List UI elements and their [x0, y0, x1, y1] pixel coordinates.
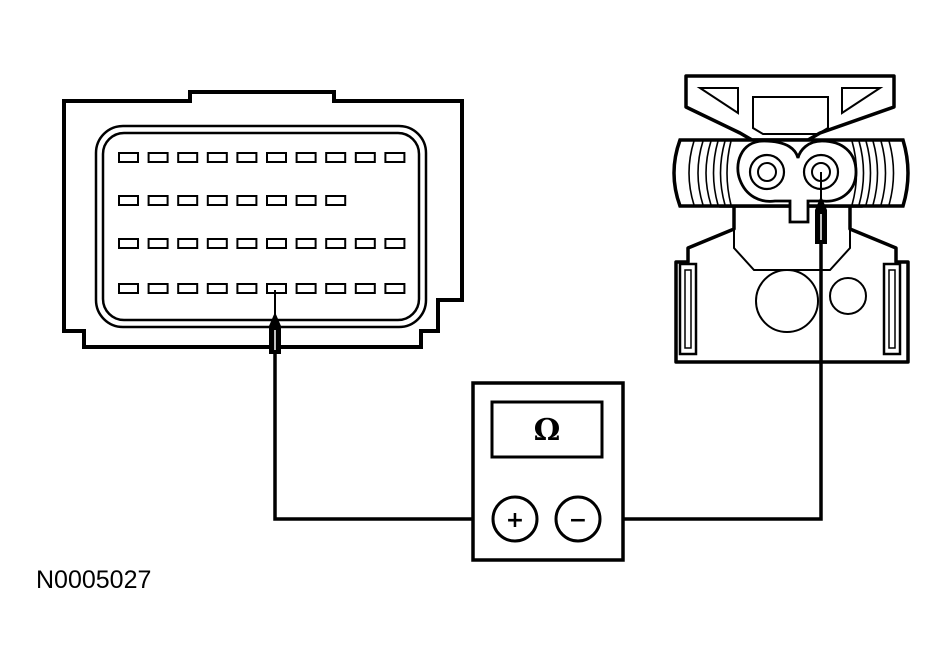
- ohmmeter-display: [490, 400, 604, 459]
- pin-cavity: [177, 195, 199, 206]
- sensor-large-hole: [755, 269, 819, 333]
- positive-jack-label: +: [506, 508, 524, 533]
- pin-cavity: [295, 238, 317, 249]
- pin-cavity: [384, 238, 406, 249]
- pin-cavity: [177, 152, 199, 163]
- pin-cavity: [266, 283, 287, 294]
- pin-cavity: [236, 283, 258, 294]
- pin-cavity: [384, 283, 406, 294]
- sensor-terminal-cavity: [736, 139, 858, 224]
- pin-cavity: [295, 152, 317, 163]
- pin-cavity: [236, 238, 258, 249]
- ohm-symbol: Ω: [534, 413, 561, 448]
- negative-jack: [554, 495, 602, 543]
- pin-cavity: [118, 195, 139, 206]
- pin-cavity: [118, 152, 139, 163]
- module-connector-face-outer: [94, 124, 428, 329]
- sensor-left-latch-inner: [684, 269, 692, 349]
- sensor-top-tab-left-window: [696, 87, 739, 115]
- sensor-body: [674, 204, 910, 364]
- sensor-terminal-1-inner: [757, 162, 777, 182]
- pin-cavity: [325, 238, 347, 249]
- pin-cavity: [384, 152, 406, 163]
- pin-cavity: [147, 152, 169, 163]
- pin-cavity: [325, 195, 347, 206]
- sensor-connector: [672, 74, 910, 364]
- pin-cavity: [354, 152, 376, 163]
- figure-id: N0005027: [36, 566, 152, 594]
- positive-lead-wire: [273, 350, 492, 521]
- pin-cavity: [206, 283, 228, 294]
- negative-jack-label: −: [569, 508, 587, 533]
- pin-cavity: [266, 195, 287, 206]
- negative-probe: [815, 172, 827, 244]
- pin-cavity: [354, 283, 376, 294]
- module-connector: [62, 90, 464, 349]
- test-leads: [269, 172, 827, 521]
- negative-lead-wire: [601, 240, 823, 521]
- pin-cavity: [266, 152, 287, 163]
- sensor-top-tab-center: [752, 96, 829, 135]
- pin-cavity: [266, 238, 287, 249]
- pin-cavity: [118, 283, 139, 294]
- pin-cavity: [295, 283, 317, 294]
- pin-cavity: [206, 195, 228, 206]
- sensor-top-tab: [684, 74, 896, 142]
- pin-cavity: [295, 195, 317, 206]
- positive-probe: [269, 290, 281, 354]
- pin-cavity: [325, 152, 347, 163]
- pin-cavity: [236, 195, 258, 206]
- sensor-left-latch: [678, 262, 698, 356]
- sensor-terminal-1-outer: [748, 153, 786, 191]
- sensor-right-latch: [882, 262, 902, 356]
- pin-cavity: [177, 283, 199, 294]
- pin-cavity: [206, 238, 228, 249]
- sensor-right-latch-inner: [888, 269, 896, 349]
- sensor-top-tab-right-window: [841, 87, 884, 115]
- pin-cavity: [147, 238, 169, 249]
- ohmmeter: Ω + −: [471, 381, 625, 562]
- pin-cavity: [147, 195, 169, 206]
- pin-cavity: [206, 152, 228, 163]
- pin-cavity: [354, 238, 376, 249]
- pin-cavity: [118, 238, 139, 249]
- pin-cavity: [177, 238, 199, 249]
- module-connector-pins: [118, 152, 406, 294]
- pin-cavity: [147, 283, 169, 294]
- module-connector-face-inner: [101, 131, 421, 322]
- sensor-small-hole: [829, 277, 867, 315]
- pin-cavity: [325, 283, 347, 294]
- pin-cavity: [236, 152, 258, 163]
- positive-jack: [491, 495, 539, 543]
- module-connector-housing: [62, 90, 464, 349]
